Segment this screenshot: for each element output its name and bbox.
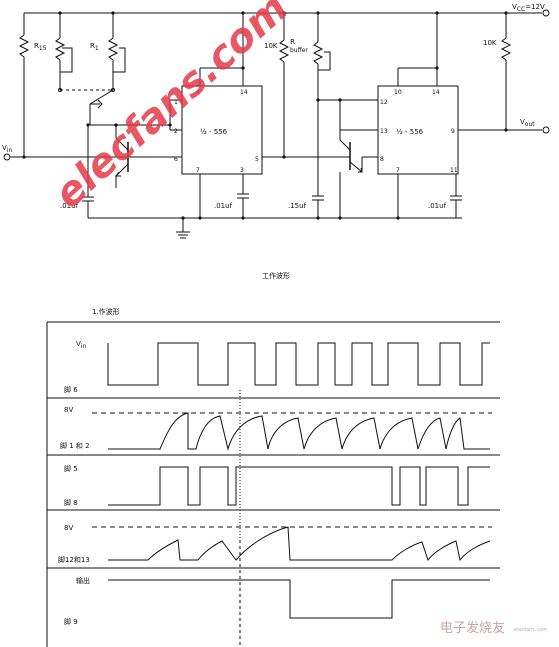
vout-terminal (542, 126, 550, 134)
r1-label: R1 (90, 42, 99, 52)
row1-bottom-label: 脚 6 (64, 385, 78, 394)
watermark-corner-url: elecfans.com (514, 627, 547, 633)
chip2-pin-14: 14 (432, 89, 440, 96)
wave-output-pin9 (108, 579, 490, 619)
cap-01uf-b-label: .01uf (214, 202, 233, 210)
vcc-terminal (542, 9, 550, 17)
wave-pin8 (108, 466, 490, 506)
watermark-corner: 电子发烧友 (440, 620, 505, 636)
row4-bottom-label: 脚12和13 (58, 555, 90, 564)
chip2-pin-7: 7 (396, 167, 400, 174)
chip1-pin-2: 2 (174, 128, 178, 135)
wave-pin12-13 (108, 526, 491, 562)
r10k-a-resistor (278, 39, 290, 63)
row5-top-label: 输出 (76, 576, 90, 585)
r10k-b-resistor (500, 37, 512, 61)
chip2-pin-12: 12 (380, 99, 388, 106)
chip2-pin-10: 10 (394, 89, 402, 96)
r10k-a-label: 10K (264, 42, 278, 50)
row3-bottom-label: 脚 8 (64, 498, 78, 507)
watermark-logo: elecfans.com (46, 0, 297, 217)
wave-vin (107, 342, 490, 386)
cap-01uf-a-label: .01uf (60, 202, 79, 210)
figure-caption: 工作波形 (262, 271, 290, 280)
waveform-panel (46, 321, 500, 647)
chip1-label: ½ - 556 (200, 128, 228, 136)
row4-top-label: 8V (64, 524, 73, 532)
chip2-pin-8: 8 (380, 156, 384, 163)
chip1-pin-6: 6 (174, 156, 178, 163)
chip2-pin-13: 13 (380, 128, 388, 135)
r15-pot (54, 37, 66, 61)
chip1-pin-1: 1 (174, 99, 178, 106)
row1-top-label: Vin (76, 340, 86, 350)
chip2-pin-11: 11 (450, 167, 458, 174)
vin-label: Vin (2, 144, 12, 154)
chip1-pin-3: 3 (240, 167, 244, 174)
row2-top-label: 8V (64, 406, 73, 414)
r10k-b-label: 10K (483, 39, 497, 47)
row5-bottom-label: 脚 9 (64, 617, 78, 626)
schematic (3, 9, 550, 239)
chip1-pin-5: 5 (255, 156, 259, 163)
chip1-556 (181, 85, 263, 175)
wave-pin1-2 (108, 412, 490, 451)
row3-top-label: 脚 5 (64, 464, 78, 473)
chip2-pin-9: 9 (451, 128, 455, 135)
cap-01uf-c-label: .01uf (428, 202, 447, 210)
vout-label: Vout (520, 118, 535, 128)
cap-15uf-label: .15uf (288, 202, 307, 210)
waveform-labels: 1.作波形 Vin 脚 6 8V 脚 1 和 2 脚 5 脚 8 8V 脚12和… (58, 307, 120, 626)
vcc-label: VCC=12V (512, 3, 545, 13)
r1-pot (107, 37, 119, 61)
r15-label: R15 (34, 42, 47, 52)
chip1-pin-14: 14 (240, 89, 248, 96)
r15-resistor (18, 34, 30, 58)
chip1-pin-7: 7 (196, 167, 200, 174)
rbuffer-pot (312, 41, 324, 65)
waveform-title: 1.作波形 (92, 307, 120, 316)
chip2-label: ½ - 556 (396, 128, 424, 136)
chip1-pin-4: 4 (196, 89, 200, 96)
vin-terminal (3, 153, 11, 161)
row2-bottom-label: 脚 1 和 2 (60, 441, 90, 450)
